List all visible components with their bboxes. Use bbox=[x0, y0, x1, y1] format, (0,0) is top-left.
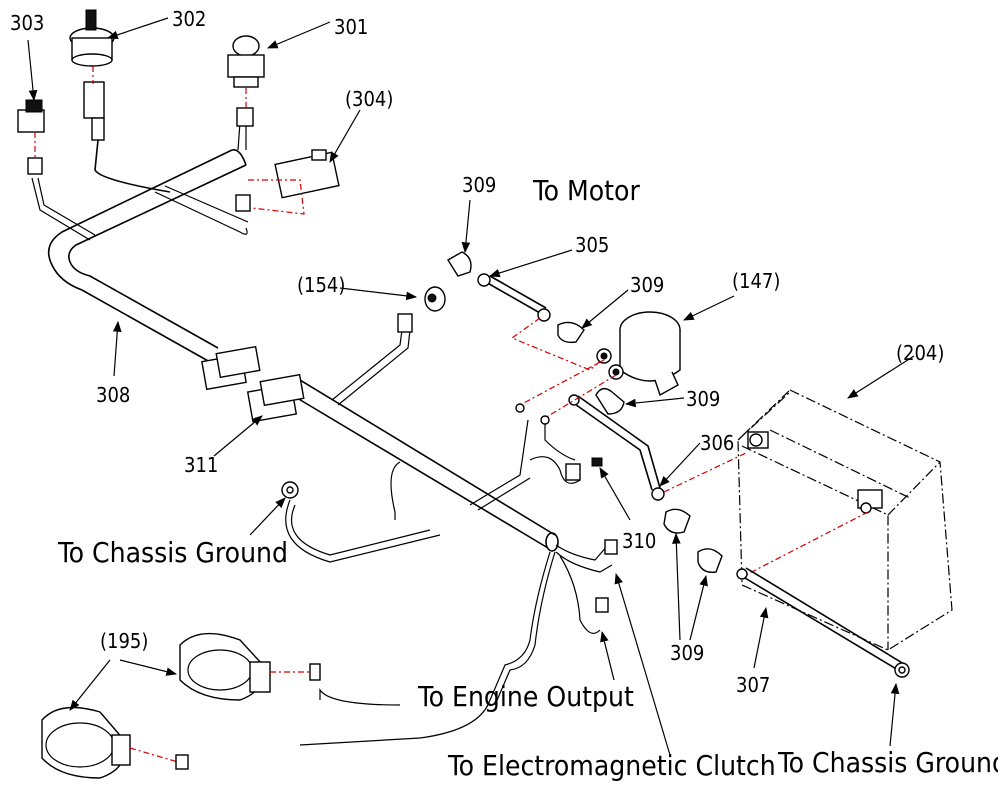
battery-204 bbox=[737, 389, 953, 651]
ignition-switch-302 bbox=[69, 9, 115, 141]
callout-204: (204) bbox=[896, 341, 944, 365]
callout-147: (147) bbox=[732, 269, 780, 293]
callout-195: (195) bbox=[100, 629, 148, 653]
pto-switch-301 bbox=[227, 35, 265, 127]
boot-309-battery bbox=[697, 548, 723, 573]
connector-block-311 bbox=[201, 345, 305, 423]
callout-154: (154) bbox=[297, 273, 345, 297]
callout-303: 303 bbox=[10, 11, 44, 35]
label-to-chassis-ground-left: To Chassis Ground bbox=[57, 536, 288, 569]
callout-304: (304) bbox=[345, 87, 393, 111]
callout-309-mid: 309 bbox=[630, 273, 664, 297]
boot-309-top bbox=[447, 251, 472, 277]
callout-302: 302 bbox=[172, 7, 206, 31]
connector-clutch bbox=[604, 539, 618, 555]
connector-310 bbox=[565, 457, 603, 481]
callout-310: 310 bbox=[622, 529, 656, 553]
callout-311: 311 bbox=[184, 453, 218, 477]
boot-309-mid bbox=[557, 321, 585, 344]
label-to-engine-output: To Engine Output bbox=[417, 680, 634, 713]
callout-301: 301 bbox=[334, 15, 368, 39]
label-to-clutch: To Electromagnetic Clutch bbox=[447, 749, 776, 782]
callout-308: 308 bbox=[96, 383, 130, 407]
callout-309-top: 309 bbox=[462, 173, 496, 197]
cable-305 bbox=[477, 273, 551, 322]
callout-305: 305 bbox=[575, 233, 609, 257]
solenoid-147 bbox=[596, 311, 681, 397]
callout-309-bottom: 309 bbox=[670, 641, 704, 665]
label-to-motor: To Motor bbox=[532, 174, 640, 207]
label-to-chassis-ground-right: To Chassis Ground bbox=[777, 746, 998, 779]
seat-switch-303 bbox=[17, 99, 45, 175]
callout-306: 306 bbox=[700, 431, 734, 455]
leader-lines bbox=[27, 17, 915, 756]
headlight-195-lower bbox=[41, 706, 131, 779]
callout-309-solenoid: 309 bbox=[686, 387, 720, 411]
relay-304 bbox=[235, 149, 340, 212]
boot-309-solenoid bbox=[595, 387, 625, 415]
cable-307 bbox=[736, 567, 910, 678]
boot-309-lower bbox=[663, 508, 691, 534]
ground-terminal-left bbox=[281, 481, 299, 499]
connector-engine-output bbox=[595, 597, 609, 613]
callout-307: 307 bbox=[736, 673, 770, 697]
sensor-154 bbox=[397, 286, 446, 333]
headlight-195-upper bbox=[179, 632, 271, 701]
